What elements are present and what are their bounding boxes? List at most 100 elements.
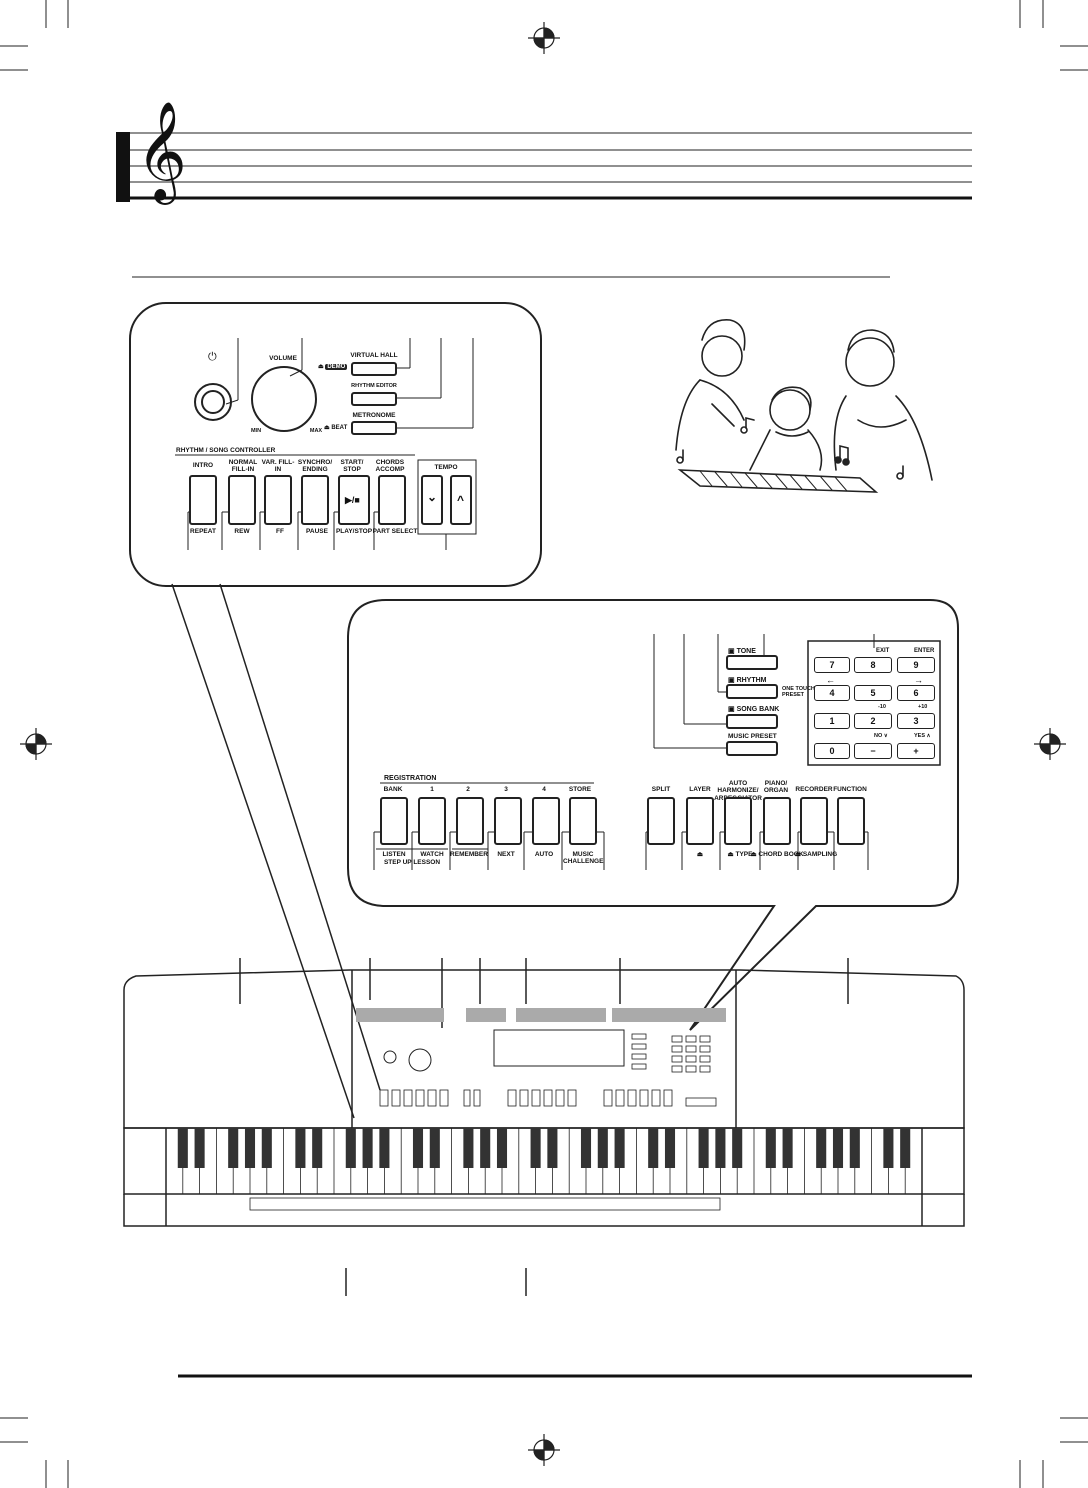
black-key <box>530 1128 541 1168</box>
registration-mark-top <box>528 22 560 54</box>
volume-knob[interactable] <box>251 366 317 432</box>
song-bank-button[interactable] <box>726 714 778 729</box>
repeat-label: REPEAT <box>190 528 216 535</box>
sampling-label: ⏏ SAMPLING <box>794 851 838 858</box>
registration-2-button[interactable] <box>456 797 484 845</box>
store-button[interactable] <box>569 797 597 845</box>
black-key <box>228 1128 239 1168</box>
keypad-2[interactable]: 2 <box>854 713 892 729</box>
var-fill-in-label: VAR. FILL-IN <box>261 459 295 474</box>
music-preset-button[interactable] <box>726 741 778 756</box>
virtual-hall-button[interactable] <box>351 362 397 376</box>
recorder-label: RECORDER <box>795 786 833 793</box>
function-button[interactable] <box>837 797 865 845</box>
black-key <box>816 1128 827 1168</box>
keypad-7[interactable]: 7 <box>814 657 850 673</box>
black-key <box>261 1128 272 1168</box>
beat-text: BEAT <box>331 425 348 431</box>
song-bank-text: SONG BANK <box>736 706 780 713</box>
keypad-minus[interactable]: − <box>854 743 892 759</box>
registration-1-button[interactable] <box>418 797 446 845</box>
registration-mark-bottom <box>528 1434 560 1466</box>
tempo-up-button[interactable]: ^ <box>450 475 472 525</box>
auto-harmonize-button[interactable] <box>724 797 752 845</box>
normal-fill-in-button[interactable] <box>228 475 256 525</box>
synchro-ending-button[interactable] <box>301 475 329 525</box>
piano-organ-label: PIANO/ ORGAN <box>763 780 789 795</box>
metronome-button[interactable] <box>351 421 397 435</box>
black-key <box>480 1128 491 1168</box>
watch-label: WATCH <box>420 851 444 858</box>
black-key <box>244 1128 256 1168</box>
keypad-0[interactable]: 0 <box>814 743 850 759</box>
keypad-plus[interactable]: + <box>897 743 935 759</box>
rhythm-button[interactable] <box>726 684 778 699</box>
piano-organ-button[interactable] <box>763 797 791 845</box>
tempo-down-button[interactable]: ⌄ <box>421 475 443 525</box>
remember-label: REMEMBER <box>450 851 488 858</box>
rew-label: REW <box>234 528 250 535</box>
black-key <box>362 1128 373 1168</box>
volume-label: VOLUME <box>269 355 297 362</box>
intro-button[interactable] <box>189 475 217 525</box>
song-bank-label: ▣ SONG BANK <box>728 706 780 713</box>
virtual-hall-label: VIRTUAL HALL <box>350 352 398 359</box>
chevron-up-icon: ^ <box>457 493 465 507</box>
no-label: NO ∨ <box>874 733 888 739</box>
black-key <box>832 1128 844 1168</box>
type-text: TYPE <box>735 851 753 858</box>
synchro-ending-label: SYNCHRO/ ENDING <box>297 459 333 474</box>
tone-label: ▣ TONE <box>728 648 756 655</box>
bank-button[interactable] <box>380 797 408 845</box>
recorder-button[interactable] <box>800 797 828 845</box>
minus10-label: -10 <box>878 704 886 710</box>
yes-text: YES <box>914 733 926 739</box>
keypad-6[interactable]: 6 <box>897 685 935 701</box>
black-key <box>580 1128 592 1168</box>
tone-button[interactable] <box>726 655 778 670</box>
pause-label: PAUSE <box>306 528 328 535</box>
layer-button[interactable] <box>686 797 714 845</box>
keypad-3[interactable]: 3 <box>897 713 935 729</box>
keypad-5[interactable]: 5 <box>854 685 892 701</box>
beat-label: ⏏ BEAT <box>324 425 348 431</box>
start-stop-button[interactable]: ▶/■ <box>338 475 370 525</box>
black-key <box>345 1128 356 1168</box>
black-key <box>412 1128 424 1168</box>
store-label: STORE <box>568 786 592 793</box>
black-key <box>496 1128 508 1168</box>
black-key <box>732 1128 743 1168</box>
volume-min-label: MIN <box>250 428 262 434</box>
type-label: ⏏ TYPE <box>727 851 753 858</box>
yes-label: YES ∧ <box>914 733 931 739</box>
function-label: FUNCTION <box>833 786 867 793</box>
chords-accomp-button[interactable] <box>378 475 406 525</box>
metronome-label: METRONOME <box>352 412 396 419</box>
black-key <box>463 1128 474 1168</box>
keypad-9[interactable]: 9 <box>897 657 935 673</box>
play-stop-label: PLAY/STOP <box>335 528 373 535</box>
rhythm-editor-button[interactable] <box>351 392 397 406</box>
layer-sub-icon: ⏏ <box>696 851 704 858</box>
keypad-1[interactable]: 1 <box>814 713 850 729</box>
bank-label: BANK <box>383 786 403 793</box>
black-key <box>648 1128 659 1168</box>
demo-label: ⏏ DEMO <box>318 364 348 370</box>
power-button[interactable] <box>194 383 232 421</box>
enter-label: ENTER <box>914 648 935 654</box>
keypad-8[interactable]: 8 <box>854 657 892 673</box>
registration-4-label: 4 <box>542 786 546 793</box>
cursor-right-icon: → <box>914 675 923 685</box>
registration-4-button[interactable] <box>532 797 560 845</box>
registration-header: REGISTRATION <box>384 775 437 782</box>
part-select-label: PART SELECT <box>372 528 418 535</box>
keypad-4[interactable]: 4 <box>814 685 850 701</box>
black-key <box>782 1128 793 1168</box>
var-fill-in-button[interactable] <box>264 475 292 525</box>
registration-2-label: 2 <box>466 786 470 793</box>
rhythm-song-controller-header: RHYTHM / SONG CONTROLLER <box>176 447 276 454</box>
registration-3-button[interactable] <box>494 797 522 845</box>
split-button[interactable] <box>647 797 675 845</box>
cursor-left-icon: ← <box>826 675 835 685</box>
